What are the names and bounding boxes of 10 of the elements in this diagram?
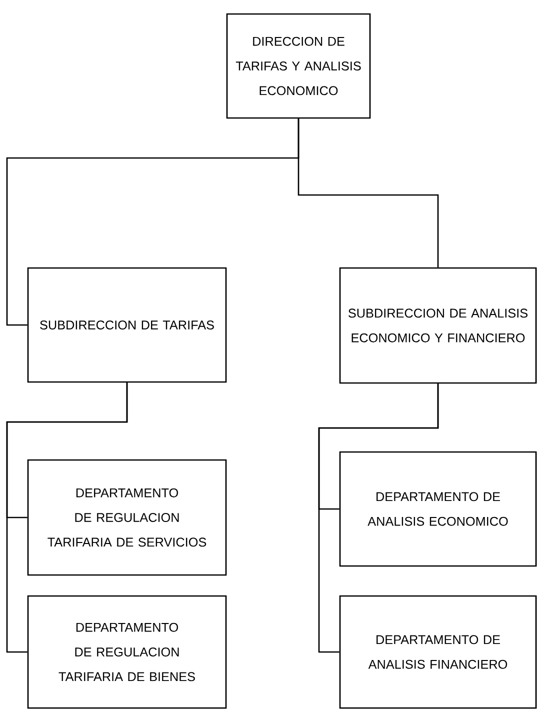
org-box: DEPARTAMENTO DE REGULACION TARIFARIA DE SERVICIOS [27, 459, 227, 576]
org-box: DIRECCION DE TARIFAS Y ANALISIS ECONOMICO [226, 13, 371, 119]
org-box: SUBDIRECCION DE ANALISIS ECONOMICO Y FINANCIERO [339, 267, 537, 384]
org-box: DEPARTAMENTO DE REGULACION TARIFARIA DE BIENES [27, 595, 227, 709]
org-box: DEPARTAMENTO DE ANALISIS FINANCIERO [339, 595, 537, 709]
connector-line [298, 118, 439, 268]
org-box: DEPARTAMENTO DE ANALISIS ECONOMICO [339, 451, 537, 567]
org-box: SUBDIRECCION DE TARIFAS [27, 267, 227, 383]
connector-line [318, 384, 439, 653]
connector-line [6, 382, 128, 653]
